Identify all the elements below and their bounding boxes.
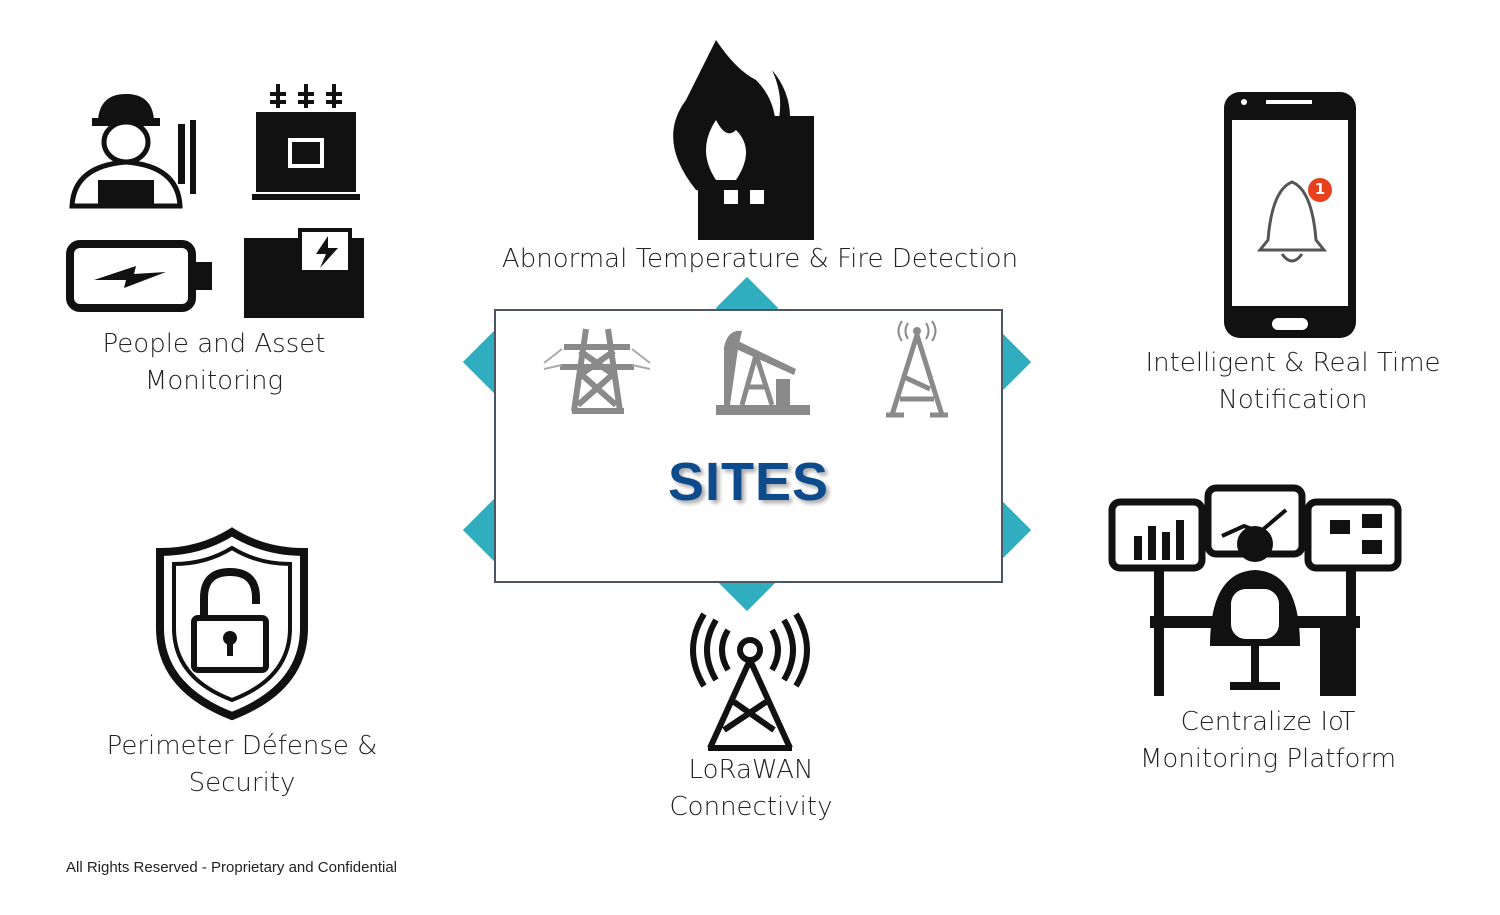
label-line: Abnormal Temperature & Fire Detection: [501, 244, 1019, 274]
footer-copyright: All Rights Reserved - Proprietary and Co…: [66, 859, 397, 876]
label-line: Notification: [1218, 385, 1368, 415]
smartphone-bell-icon: [1224, 92, 1356, 338]
sites-title: SITES: [667, 452, 830, 512]
battery-icon: [66, 240, 212, 312]
monitoring-operator-icon: [1108, 484, 1402, 696]
notification-label: Intelligent & Real Time Notification: [1130, 345, 1456, 419]
notification-badge: 1: [1314, 180, 1326, 198]
shield-lock-icon: [156, 527, 308, 721]
generator-icon: [244, 228, 364, 318]
lorawan-label: LoRaWAN Connectivity: [620, 752, 882, 826]
label-line: Intelligent & Real Time: [1145, 348, 1441, 378]
perimeter-label: Perimeter Défense & Security: [92, 728, 392, 802]
label-line: Monitoring Platform: [1139, 744, 1397, 774]
label-line: LoRaWAN: [688, 755, 814, 785]
fire-building-icon: [673, 40, 814, 240]
transformer-icon: [252, 84, 360, 200]
worker-icon: [69, 94, 196, 209]
antenna-tower-icon: [690, 612, 810, 751]
sites-box: SITES: [494, 309, 1003, 583]
label-line: Perimeter Défense &: [106, 731, 378, 761]
radio-tower-icon: [886, 320, 948, 418]
oil-pump-icon: [716, 330, 810, 415]
label-line: Monitoring: [144, 366, 284, 396]
iot-label: Centralize IoT Monitoring Platform: [1110, 704, 1426, 778]
label-line: Connectivity: [669, 792, 833, 822]
people-asset-label: People and Asset Monitoring: [64, 326, 364, 400]
fire-label: Abnormal Temperature & Fire Detection: [490, 241, 1030, 278]
power-tower-icon: [543, 328, 651, 414]
label-line: People and Asset: [102, 329, 326, 359]
label-line: Centralize IoT: [1180, 707, 1356, 737]
label-line: Security: [188, 768, 296, 798]
